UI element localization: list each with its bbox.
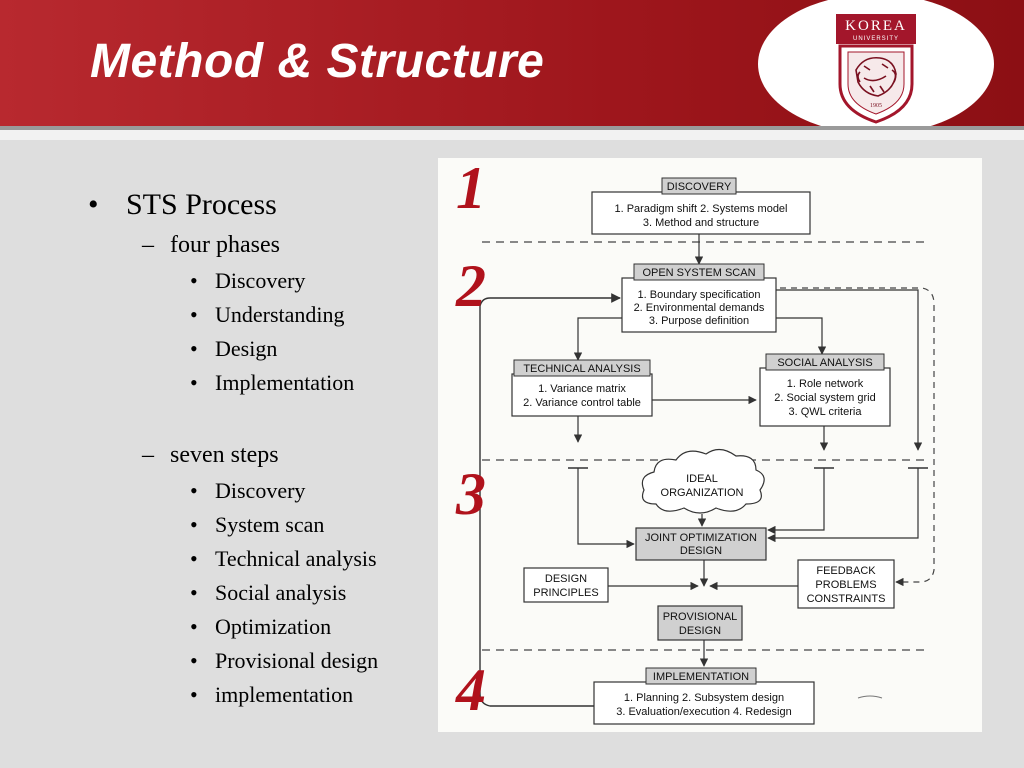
ideal-line: IDEAL [686, 473, 718, 485]
step-item: Social analysis [215, 580, 347, 605]
discovery-box: DISCOVERY 1. Paradigm shift 2. Systems m… [591, 177, 811, 235]
title-divider-light [0, 130, 1024, 140]
bullet-icon: • [190, 682, 198, 707]
outline-level1: STS Process [126, 188, 277, 221]
university-logo: KOREA UNIVERSITY 1905 [834, 12, 918, 124]
technical-line: 2. Variance control table [523, 397, 641, 409]
bullet-icon: • [190, 614, 198, 639]
bullet-icon: • [88, 188, 99, 221]
bullet-icon: • [190, 302, 198, 327]
social-analysis-box: SOCIAL ANALYSIS 1. Role network 2. Socia… [759, 353, 891, 427]
discovery-line: 3. Method and structure [643, 217, 759, 229]
scan-title: OPEN SYSTEM SCAN [642, 267, 755, 279]
connector-arrow [577, 468, 635, 549]
scan-line: 2. Environmental demands [634, 302, 765, 314]
step-item: Technical analysis [215, 546, 377, 571]
bullet-icon: • [190, 268, 198, 293]
feedback-dashed-arrow [780, 287, 935, 587]
implementation-box: IMPLEMENTATION 1. Planning 2. Subsystem … [593, 667, 815, 725]
bullet-icon: • [190, 512, 198, 537]
group1-label: four phases [170, 232, 280, 258]
technical-analysis-box: TECHNICAL ANALYSIS 1. Variance matrix 2.… [511, 359, 653, 417]
loop-back-arrow [479, 293, 621, 707]
social-title: SOCIAL ANALYSIS [777, 357, 872, 369]
phase-number: 1 [456, 155, 486, 221]
connector-arrow [776, 289, 923, 451]
connector-arrow [776, 317, 827, 355]
logo-text: KOREA [845, 18, 907, 34]
principles-line: PRINCIPLES [533, 587, 598, 599]
design-principles-box: DESIGN PRINCIPLES [523, 567, 609, 603]
bullet-icon: • [190, 478, 198, 503]
phase-number: 2 [456, 253, 486, 319]
phase-number: 4 [456, 657, 486, 723]
dash-icon: – [142, 232, 154, 258]
logo-banner [836, 14, 916, 44]
ideal-organization-cloud: IDEAL ORGANIZATION [641, 448, 765, 514]
connector-arrow [767, 468, 825, 535]
dash-icon: – [142, 442, 154, 468]
logo-subtext: UNIVERSITY [853, 36, 899, 42]
social-line: 2. Social system grid [774, 392, 875, 404]
discovery-line: 1. Paradigm shift 2. Systems model [614, 203, 787, 215]
feedback-line: CONSTRAINTS [807, 593, 886, 605]
implementation-line: 1. Planning 2. Subsystem design [624, 692, 784, 704]
provisional-line: DESIGN [679, 625, 721, 637]
title-bar: Method & Structure KOREA UNIVERSITY 1905 [0, 0, 1024, 134]
scan-line: 1. Boundary specification [638, 289, 761, 301]
implementation-title: IMPLEMENTATION [653, 671, 749, 683]
logo-year: 1905 [870, 103, 882, 109]
step-item: Discovery [215, 478, 306, 503]
implementation-line: 3. Evaluation/execution 4. Redesign [616, 706, 792, 718]
phase-item: Design [215, 336, 278, 361]
discovery-title: DISCOVERY [667, 181, 732, 193]
joint-line: DESIGN [680, 545, 722, 557]
bullet-icon: • [190, 336, 198, 361]
phase-number: 3 [456, 461, 486, 527]
connector-arrow [767, 468, 919, 543]
step-item: implementation [215, 682, 354, 707]
ideal-line: ORGANIZATION [661, 487, 744, 499]
bullet-icon: • [190, 580, 198, 605]
phase-item: Discovery [215, 268, 306, 293]
joint-optimization-box: JOINT OPTIMIZATION DESIGN [635, 527, 767, 561]
joint-line: JOINT OPTIMIZATION [645, 532, 757, 544]
feedback-line: FEEDBACK [816, 565, 876, 577]
slide-title: Method & Structure [90, 35, 545, 88]
technical-line: 1. Variance matrix [538, 383, 626, 395]
tiger-icon [855, 56, 897, 97]
title-divider [0, 126, 1024, 130]
open-system-scan-box: OPEN SYSTEM SCAN 1. Boundary specificati… [621, 263, 777, 333]
feedback-line: PROBLEMS [815, 579, 876, 591]
connector-arrow [573, 317, 622, 361]
feedback-box: FEEDBACK PROBLEMS CONSTRAINTS [797, 559, 895, 609]
step-item: System scan [215, 512, 325, 537]
bullet-icon: • [190, 648, 198, 673]
social-line: 3. QWL criteria [789, 406, 863, 418]
pen-mark [857, 695, 883, 699]
provisional-design-box: PROVISIONAL DESIGN [657, 605, 743, 641]
bullet-icon: • [190, 546, 198, 571]
bullet-icon: • [190, 370, 198, 395]
provisional-line: PROVISIONAL [663, 611, 738, 623]
step-item: Optimization [215, 614, 332, 639]
group2-label: seven steps [170, 442, 279, 468]
step-item: Provisional design [215, 648, 379, 673]
sts-process-diagram: DISCOVERY 1. Paradigm shift 2. Systems m… [438, 158, 982, 732]
principles-line: DESIGN [545, 573, 587, 585]
social-line: 1. Role network [787, 378, 864, 390]
technical-title: TECHNICAL ANALYSIS [523, 363, 640, 375]
diagram-canvas: DISCOVERY 1. Paradigm shift 2. Systems m… [479, 177, 935, 725]
phase-item: Understanding [215, 302, 345, 327]
phase-item: Implementation [215, 370, 355, 395]
scan-line: 3. Purpose definition [649, 315, 749, 327]
